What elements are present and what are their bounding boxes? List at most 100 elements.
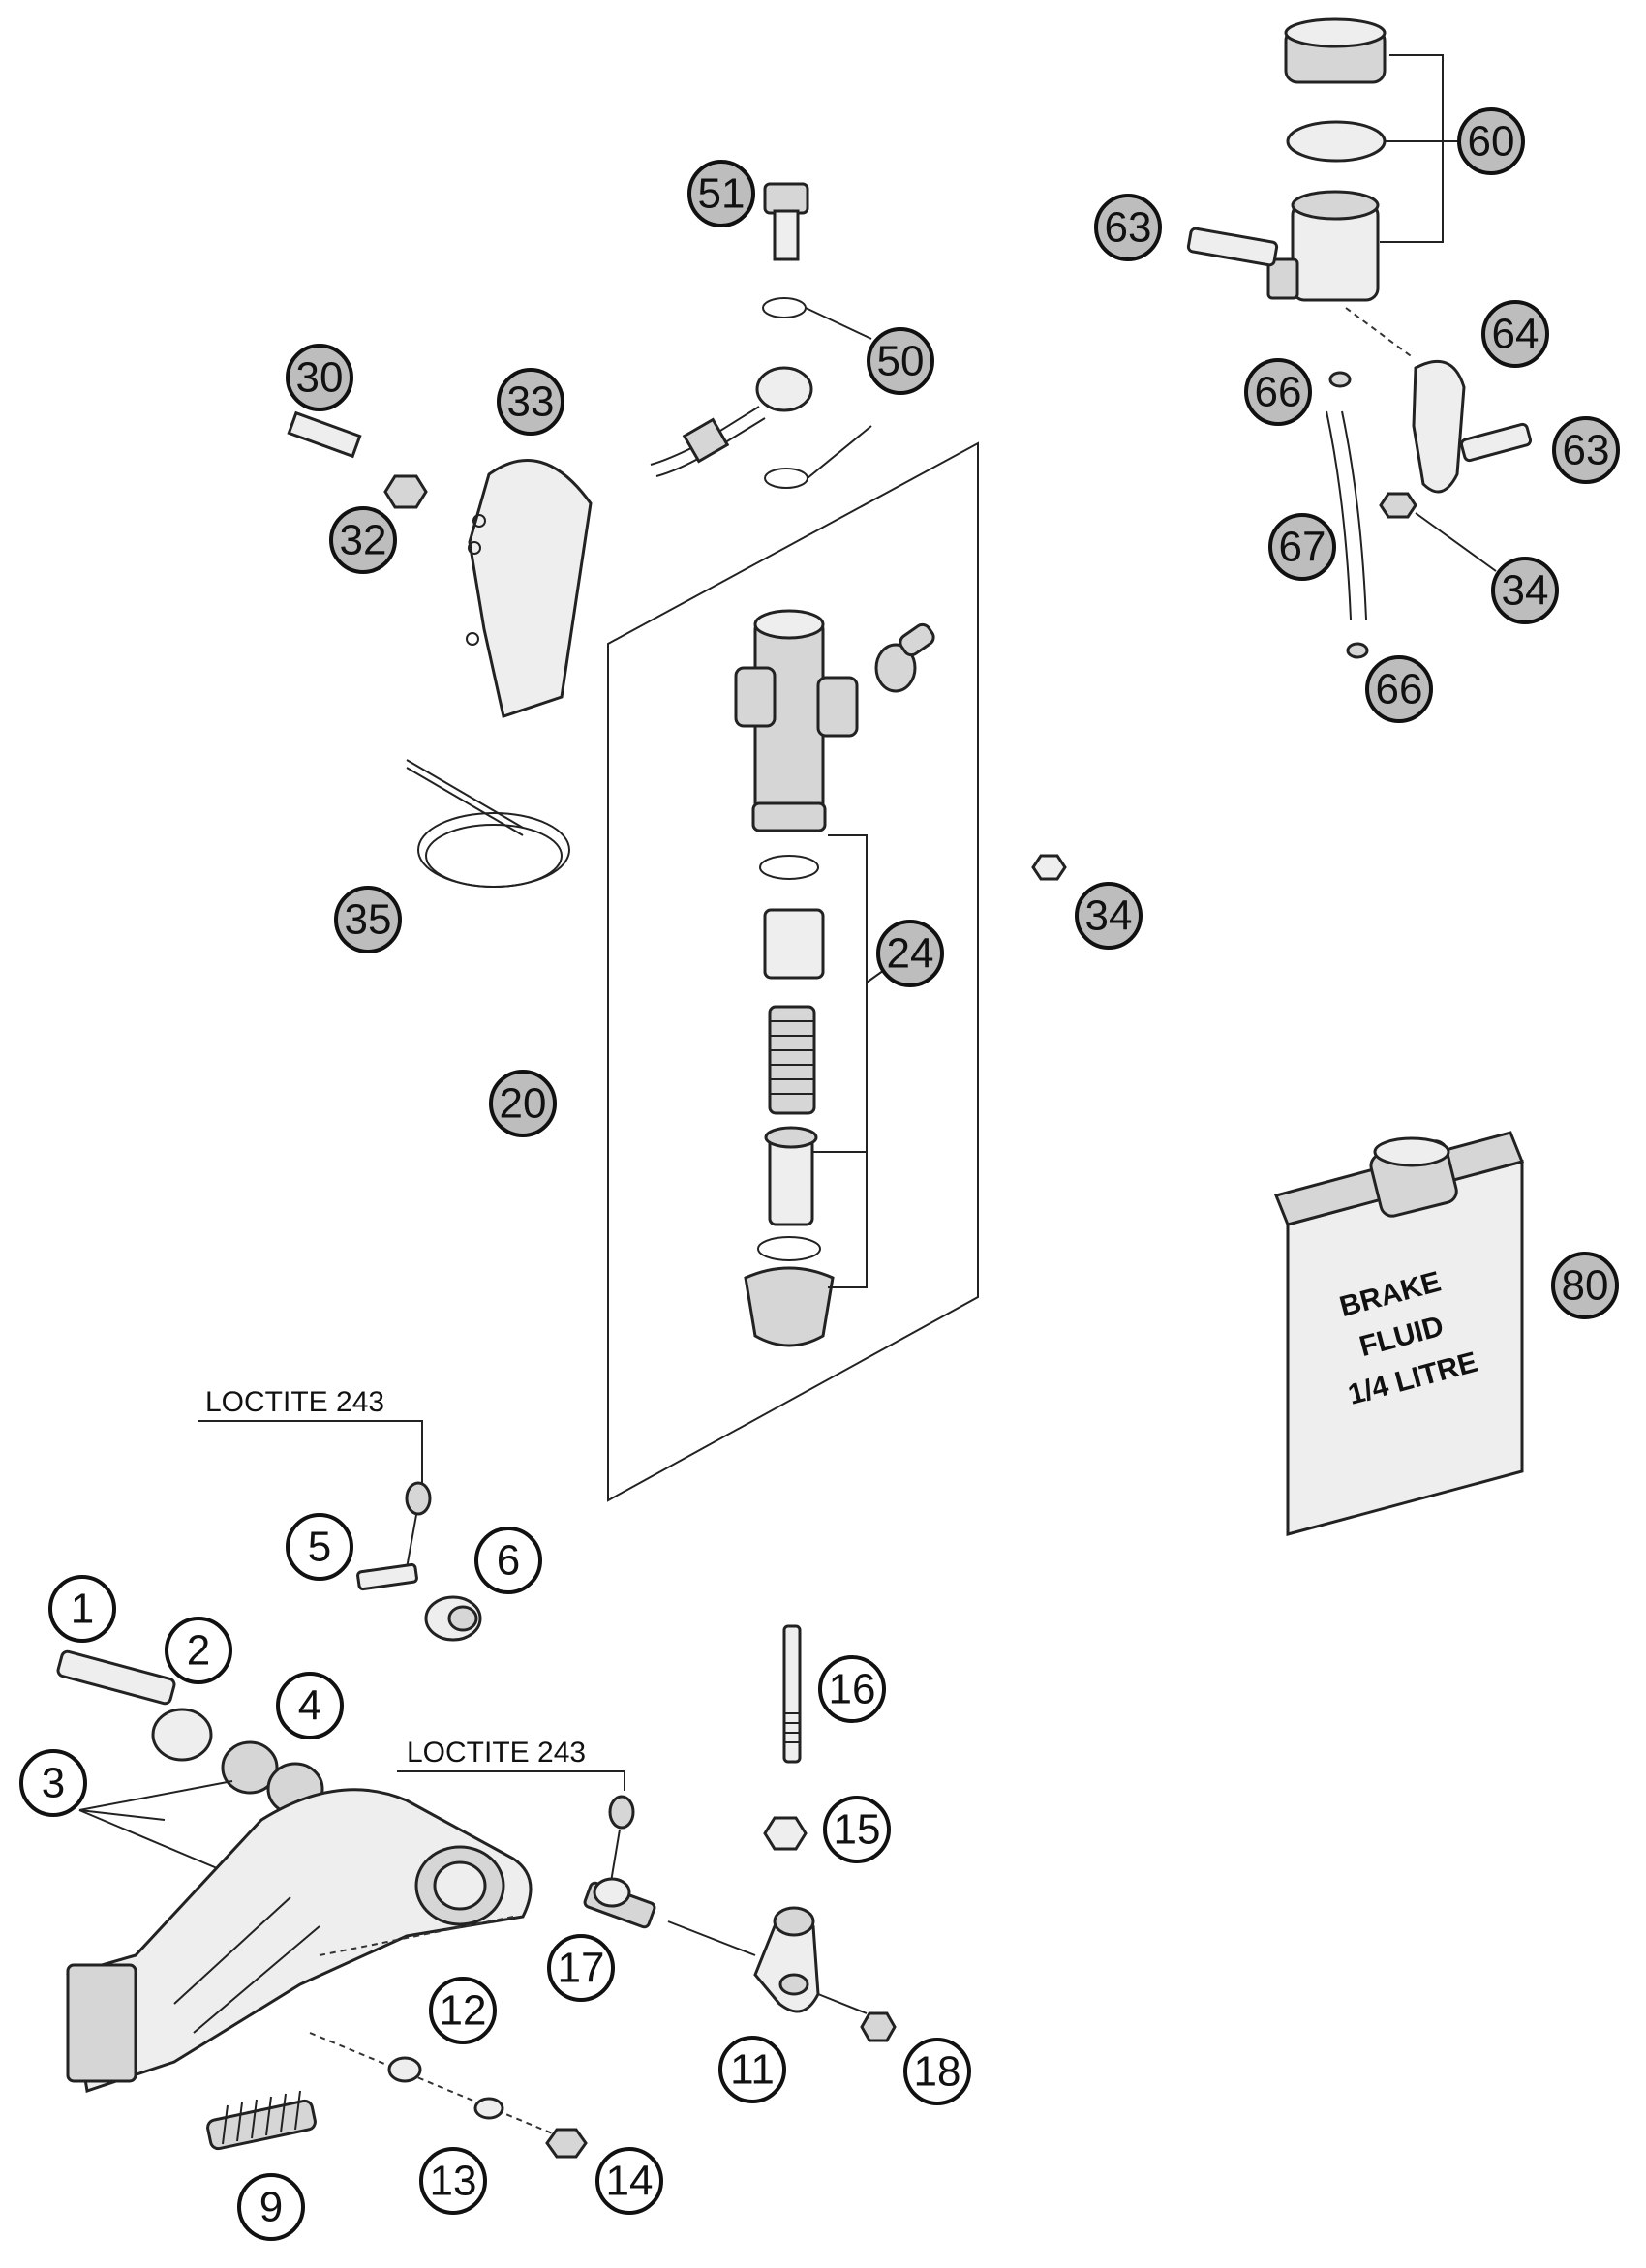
loctite-note-top: LOCTITE 243 xyxy=(205,1386,384,1418)
svg-text:24: 24 xyxy=(887,930,934,978)
piston xyxy=(764,1126,818,1226)
nut-14 xyxy=(545,2128,588,2159)
svg-text:64: 64 xyxy=(1492,311,1539,358)
callout-2: 2 xyxy=(165,1617,232,1684)
hose-clamp-top xyxy=(1328,371,1352,388)
reservoir-diaphragm xyxy=(1286,120,1387,163)
reservoir-body xyxy=(1266,190,1380,302)
callout-35: 35 xyxy=(334,886,402,953)
loctite-drop-bottom xyxy=(608,1795,635,1830)
callout-30: 30 xyxy=(286,344,353,411)
callout-32: 32 xyxy=(329,506,397,574)
callout-3: 3 xyxy=(19,1749,87,1817)
brake-fluid-container xyxy=(1273,1131,1525,1536)
svg-text:51: 51 xyxy=(698,170,746,218)
callout-14: 14 xyxy=(595,2147,663,2215)
screw-63-left xyxy=(1186,227,1279,267)
callout-63-left: 63 xyxy=(1094,194,1162,261)
washer-upper xyxy=(762,297,807,318)
svg-text:11: 11 xyxy=(730,2046,775,2094)
brake-pedal xyxy=(66,1788,533,2093)
callout-1: 1 xyxy=(48,1575,116,1643)
clevis-11 xyxy=(753,1906,820,2013)
svg-text:30: 30 xyxy=(296,354,344,402)
bushing-6 xyxy=(424,1595,482,1642)
callout-15: 15 xyxy=(823,1796,891,1863)
callout-34-middle: 34 xyxy=(1075,882,1143,950)
nut-34-right xyxy=(1379,492,1417,519)
svg-text:60: 60 xyxy=(1468,118,1515,166)
callout-63-right: 63 xyxy=(1552,416,1620,484)
callout-11: 11 xyxy=(718,2036,786,2103)
svg-text:17: 17 xyxy=(558,1945,605,1992)
svg-text:6: 6 xyxy=(497,1537,520,1585)
svg-text:13: 13 xyxy=(430,2158,477,2205)
heat-shield xyxy=(468,459,593,718)
piston-spring xyxy=(768,1005,816,1115)
svg-text:63: 63 xyxy=(1563,427,1610,474)
callout-66-bottom: 66 xyxy=(1365,655,1433,723)
nut-18 xyxy=(860,2011,897,2042)
brake-hose xyxy=(650,366,813,477)
bracket-60 xyxy=(1380,54,1444,243)
reservoir-cap xyxy=(1284,17,1387,84)
svg-text:67: 67 xyxy=(1279,524,1326,571)
svg-text:50: 50 xyxy=(877,338,925,385)
callout-20: 20 xyxy=(489,1070,557,1137)
master-cylinder-body xyxy=(734,609,859,832)
callout-51: 51 xyxy=(687,160,755,227)
banjo-fitting xyxy=(874,622,935,693)
svg-text:16: 16 xyxy=(829,1666,876,1713)
callout-17: 17 xyxy=(547,1934,615,2002)
callout-9: 9 xyxy=(237,2173,305,2241)
svg-text:66: 66 xyxy=(1255,369,1302,416)
callout-34-right: 34 xyxy=(1491,557,1559,624)
nut-15 xyxy=(763,1816,808,1851)
o-ring xyxy=(759,855,819,880)
callout-16: 16 xyxy=(818,1655,886,1723)
nut-34-middle xyxy=(1031,854,1067,881)
svg-text:35: 35 xyxy=(345,896,392,944)
mounting-bracket xyxy=(1412,359,1466,494)
bracket-24 xyxy=(828,834,868,1288)
callout-13: 13 xyxy=(419,2147,487,2215)
callout-67: 67 xyxy=(1268,513,1336,581)
svg-text:18: 18 xyxy=(914,2048,961,2096)
callout-5: 5 xyxy=(286,1513,353,1581)
svg-text:5: 5 xyxy=(308,1524,331,1571)
nut-32 xyxy=(383,474,428,509)
pushrod-17 xyxy=(583,1877,656,1929)
washer-12 xyxy=(387,2056,422,2083)
svg-text:9: 9 xyxy=(259,2184,283,2231)
dust-boot xyxy=(744,1266,835,1347)
reservoir-hose xyxy=(1326,410,1352,620)
callout-60: 60 xyxy=(1457,107,1525,175)
svg-text:4: 4 xyxy=(298,1682,321,1730)
callout-24: 24 xyxy=(876,920,944,987)
screw-30 xyxy=(287,410,362,459)
svg-text:66: 66 xyxy=(1376,666,1423,713)
svg-text:12: 12 xyxy=(440,1987,487,2035)
callout-50: 50 xyxy=(867,327,934,395)
circlip xyxy=(757,1236,821,1261)
callout-66-top: 66 xyxy=(1244,358,1312,426)
washer-2 xyxy=(151,1708,213,1762)
return-spring xyxy=(206,2090,317,2151)
svg-text:33: 33 xyxy=(507,378,555,426)
callout-6: 6 xyxy=(474,1527,542,1594)
callout-12: 12 xyxy=(429,1977,497,2044)
svg-text:15: 15 xyxy=(834,1806,881,1854)
screw-5 xyxy=(356,1562,418,1591)
svg-text:1: 1 xyxy=(71,1586,94,1633)
adjusting-rod-16 xyxy=(782,1624,802,1764)
svg-text:20: 20 xyxy=(500,1080,547,1128)
callout-33: 33 xyxy=(497,368,564,436)
svg-text:63: 63 xyxy=(1105,204,1152,252)
washer-13 xyxy=(473,2097,504,2120)
svg-text:3: 3 xyxy=(42,1760,65,1807)
cable-tie xyxy=(406,759,570,888)
bearing-4a xyxy=(221,1740,279,1795)
svg-text:34: 34 xyxy=(1502,567,1549,615)
callout-18: 18 xyxy=(903,2038,971,2105)
